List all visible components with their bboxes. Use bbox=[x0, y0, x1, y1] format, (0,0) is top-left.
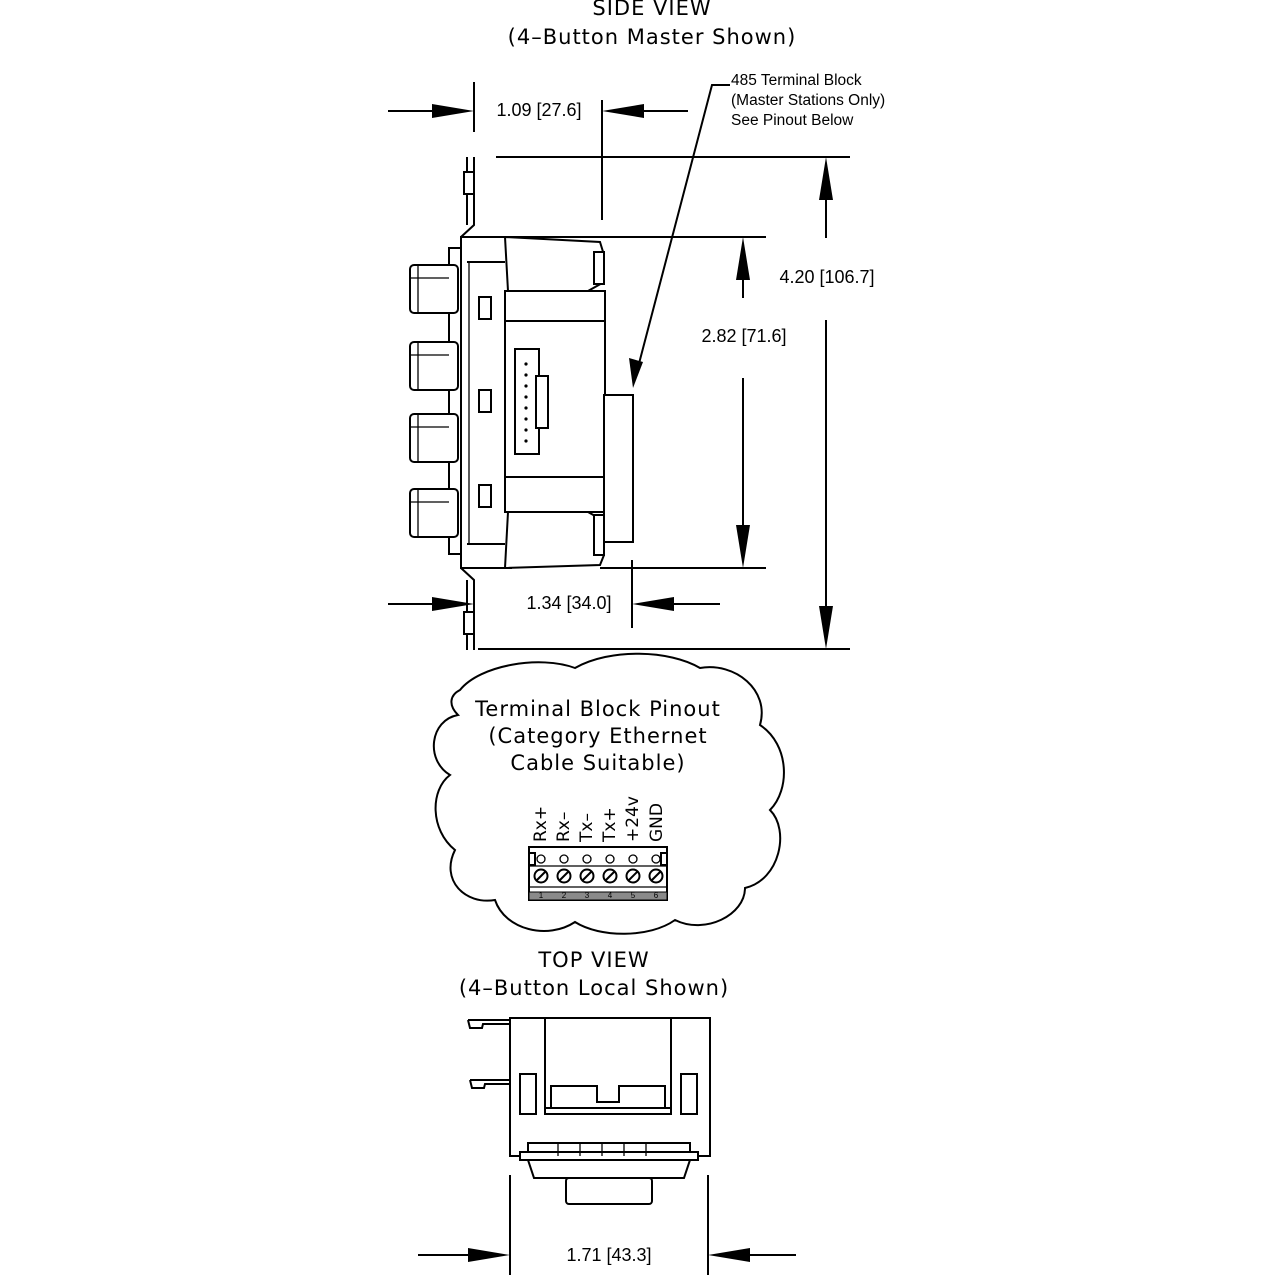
terminal-screw bbox=[579, 868, 595, 884]
terminal-screw bbox=[648, 868, 664, 884]
terminal-screw bbox=[602, 868, 618, 884]
callout-terminal-block: 485 Terminal Block (Master Stations Only… bbox=[629, 72, 885, 388]
dim-depth-label: 1.09 [27.6] bbox=[496, 100, 581, 120]
terminal-block: 1 2 3 4 5 6 bbox=[528, 846, 668, 901]
pin-number: 2 bbox=[562, 891, 567, 900]
pin-label: Rx– bbox=[554, 812, 574, 842]
dim-height-body-label: 2.82 [71.6] bbox=[701, 326, 786, 346]
dimension-depth-body: 1.34 [34.0] bbox=[388, 560, 720, 628]
pin-label: Tx– bbox=[577, 813, 597, 843]
side-view-device bbox=[409, 157, 634, 650]
top-view-title: TOP VIEW bbox=[537, 948, 649, 972]
callout-line-1: 485 Terminal Block bbox=[731, 72, 862, 89]
pinout-cloud: Terminal Block Pinout (Category Ethernet… bbox=[432, 652, 785, 935]
dim-height-total-label: 4.20 [106.7] bbox=[779, 267, 874, 287]
terminal-screw bbox=[533, 868, 549, 884]
top-view-device bbox=[467, 1017, 711, 1205]
pin-number: 3 bbox=[585, 891, 590, 900]
dimension-width: 1.71 [43.3] bbox=[418, 1175, 796, 1275]
callout-line-3: See Pinout Below bbox=[731, 112, 854, 129]
side-view-subtitle: (4–Button Master Shown) bbox=[508, 25, 797, 49]
terminal-screw bbox=[625, 868, 641, 884]
side-view-title: SIDE VIEW bbox=[592, 0, 711, 20]
pin-label: GND bbox=[647, 803, 667, 842]
pin-number: 4 bbox=[608, 891, 613, 900]
pinout-title-2: (Category Ethernet bbox=[488, 724, 707, 748]
pin-label: +24v bbox=[623, 796, 643, 842]
top-view-subtitle: (4–Button Local Shown) bbox=[459, 976, 729, 1000]
dimension-depth-top: 1.09 [27.6] bbox=[388, 82, 688, 220]
pinout-title-3: Cable Suitable) bbox=[510, 751, 685, 775]
pin-number: 5 bbox=[631, 891, 636, 900]
pinout-title-1: Terminal Block Pinout bbox=[474, 697, 721, 721]
dimension-height-total: 4.20 [106.7] bbox=[478, 156, 875, 650]
pin-number: 1 bbox=[539, 891, 544, 900]
dim-depth-body-label: 1.34 [34.0] bbox=[526, 593, 611, 613]
pin-label: Tx+ bbox=[600, 807, 620, 843]
dim-width-label: 1.71 [43.3] bbox=[566, 1245, 651, 1265]
callout-line-2: (Master Stations Only) bbox=[731, 92, 885, 109]
pin-number: 6 bbox=[654, 891, 659, 900]
terminal-screw bbox=[556, 868, 572, 884]
pin-label: Rx+ bbox=[531, 806, 551, 842]
dimension-height-body: 2.82 [71.6] bbox=[510, 236, 787, 569]
